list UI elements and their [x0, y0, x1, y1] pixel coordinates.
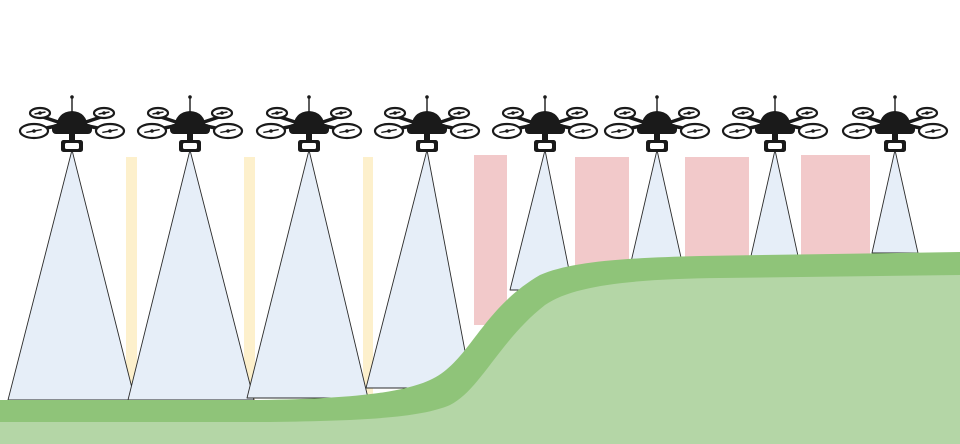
front-right-propeller-icon	[331, 122, 363, 140]
coverage-gaps-layer	[126, 155, 870, 400]
camera-cone-4	[365, 149, 473, 389]
terrain-light-fill	[0, 275, 960, 444]
front-right-propeller-icon	[94, 122, 126, 140]
rear-right-propeller-icon	[915, 106, 939, 120]
front-left-propeller-icon	[255, 122, 287, 140]
front-left-propeller-icon	[721, 122, 753, 140]
rear-right-propeller-icon	[92, 106, 116, 120]
rear-right-propeller-icon	[565, 106, 589, 120]
front-right-propeller-icon	[917, 122, 949, 140]
front-right-propeller-icon	[797, 122, 829, 140]
rear-left-propeller-icon	[613, 106, 637, 120]
rear-right-propeller-icon	[210, 106, 234, 120]
rear-right-propeller-icon	[329, 106, 353, 120]
rear-left-propeller-icon	[851, 106, 875, 120]
rear-right-propeller-icon	[447, 106, 471, 120]
overlap-gap-bar-1	[126, 157, 137, 400]
rear-left-propeller-icon	[731, 106, 755, 120]
front-left-propeller-icon	[841, 122, 873, 140]
front-right-propeller-icon	[679, 122, 711, 140]
rear-left-propeller-icon	[501, 106, 525, 120]
camera-cone-2	[127, 149, 255, 401]
coverage-gap-bar-7	[801, 155, 870, 255]
quadcopter-drone-icon-3	[255, 95, 363, 152]
front-left-propeller-icon	[18, 122, 50, 140]
rear-left-propeller-icon	[28, 106, 52, 120]
rear-left-propeller-icon	[265, 106, 289, 120]
rear-left-propeller-icon	[146, 106, 170, 120]
quadcopter-drone-icon-5	[491, 95, 599, 152]
front-right-propeller-icon	[567, 122, 599, 140]
camera-cones-layer	[7, 149, 919, 401]
overlap-gap-bar-2	[244, 157, 255, 400]
camera-cone-8	[871, 149, 919, 254]
front-right-propeller-icon	[212, 122, 244, 140]
front-left-propeller-icon	[136, 122, 168, 140]
quadcopter-drone-icon-1	[18, 95, 126, 152]
front-left-propeller-icon	[373, 122, 405, 140]
drones-layer	[18, 95, 949, 152]
rear-right-propeller-icon	[677, 106, 701, 120]
camera-cone-7	[750, 149, 799, 257]
rear-left-propeller-icon	[383, 106, 407, 120]
front-left-propeller-icon	[603, 122, 635, 140]
coverage-gap-bar-4	[474, 155, 507, 325]
quadcopter-drone-icon-4	[373, 95, 481, 152]
terrain-layer	[0, 252, 960, 444]
camera-cone-6	[630, 149, 683, 263]
coverage-gap-bar-5	[575, 157, 629, 267]
quadcopter-drone-icon-7	[721, 95, 829, 152]
camera-cone-1	[7, 149, 136, 401]
front-left-propeller-icon	[491, 122, 523, 140]
quadcopter-drone-icon-2	[136, 95, 244, 152]
overlap-gap-bar-3	[363, 157, 373, 397]
quadcopter-drone-icon-6	[603, 95, 711, 152]
coverage-gap-bar-6	[685, 157, 749, 257]
camera-cone-3	[246, 149, 369, 399]
front-right-propeller-icon	[449, 122, 481, 140]
quadcopter-drone-icon-8	[841, 95, 949, 152]
rear-right-propeller-icon	[795, 106, 819, 120]
